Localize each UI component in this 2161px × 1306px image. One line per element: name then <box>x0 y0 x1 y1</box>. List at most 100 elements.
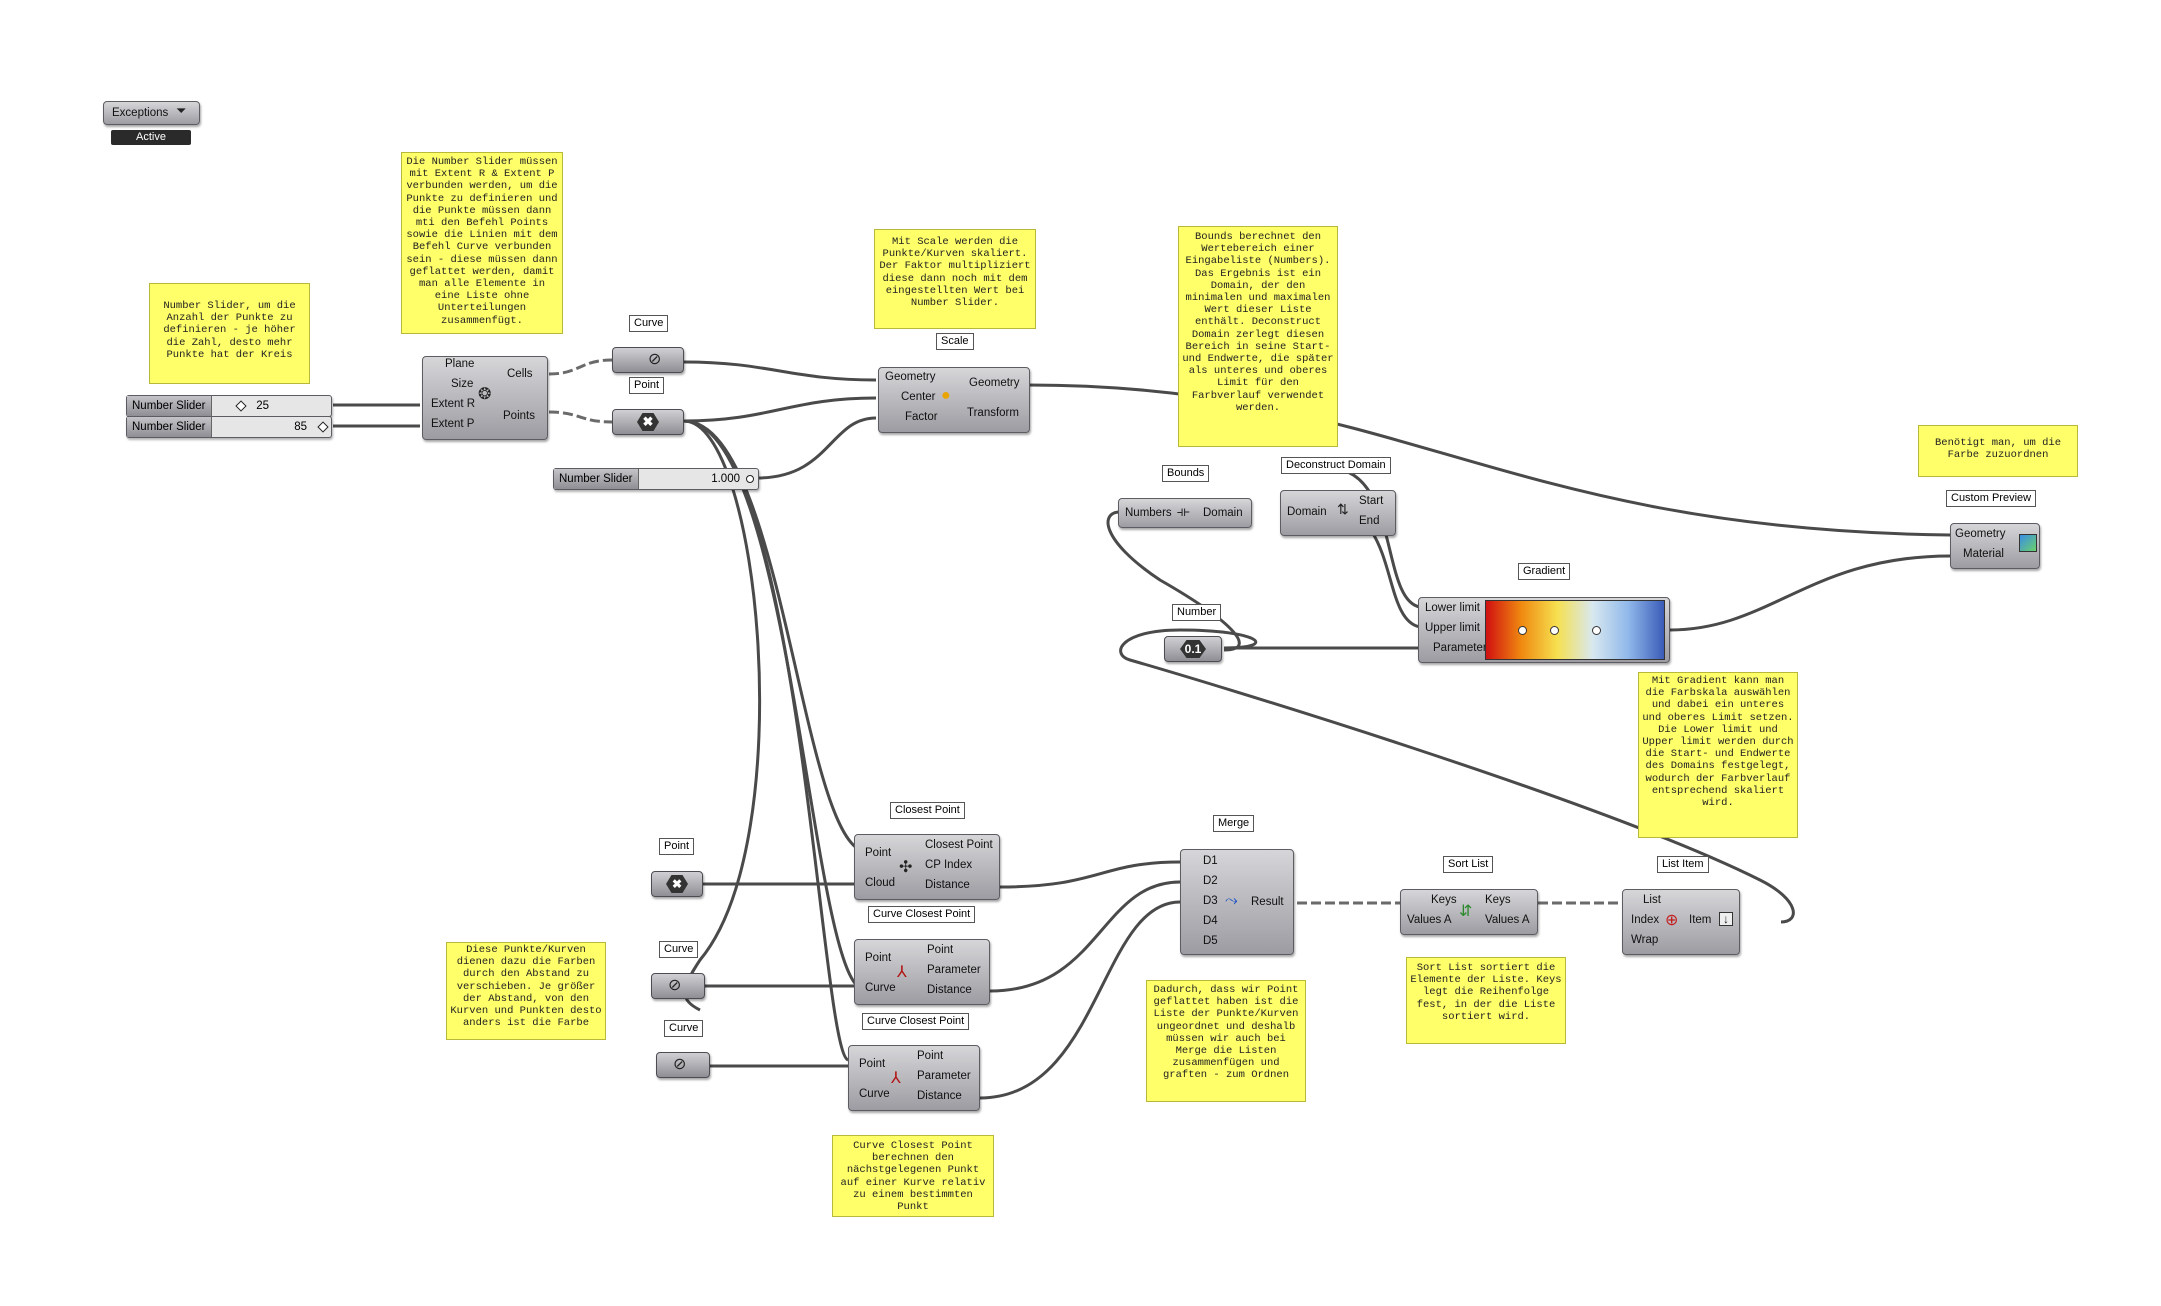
merge-component[interactable]: D1 D2 D3 D4 D5 ⤳ Result <box>1180 849 1294 955</box>
scale-component[interactable]: Geometry Center Factor ● Geometry Transf… <box>878 367 1030 433</box>
input-keys[interactable]: Keys <box>1431 894 1457 906</box>
input-geometry[interactable]: Geometry <box>1955 528 2006 540</box>
input-domain[interactable]: Domain <box>1287 506 1327 518</box>
input-d2[interactable]: D2 <box>1203 875 1218 887</box>
output-distance[interactable]: Distance <box>925 879 970 891</box>
input-geometry[interactable]: Geometry <box>885 371 936 383</box>
output-point[interactable]: Point <box>927 944 954 956</box>
hexagonal-grid-component[interactable]: Plane Size Extent R Extent P ❂ Cells Poi… <box>422 356 548 440</box>
output-result[interactable]: Result <box>1251 896 1284 908</box>
curve-icon: ⊘ <box>673 1056 687 1073</box>
input-index[interactable]: Index <box>1631 914 1660 926</box>
deconstruct-domain-component[interactable]: Domain ⇅ Start End <box>1280 490 1396 536</box>
list-item-component[interactable]: List Index Wrap ⊕ Item ↓ <box>1622 889 1740 955</box>
output-points[interactable]: Points <box>503 410 535 422</box>
gradient-component[interactable]: Lower limit Upper limit Parameter <box>1418 597 1670 663</box>
output-geometry[interactable]: Geometry <box>969 377 1020 389</box>
input-point[interactable]: Point <box>865 952 892 964</box>
input-extent-p[interactable]: Extent P <box>431 418 475 430</box>
input-size[interactable]: Size <box>451 378 474 390</box>
output-start[interactable]: Start <box>1359 495 1384 507</box>
output-end[interactable]: End <box>1359 515 1380 527</box>
output-keys[interactable]: Keys <box>1485 894 1511 906</box>
curve-icon: ⊘ <box>668 977 682 994</box>
curve-param[interactable]: ⊘ <box>612 347 684 373</box>
output-closest-point[interactable]: Closest Point <box>925 839 993 851</box>
note-custom-preview: Benötigt man, um die Farbe zuzuordnen <box>1918 425 2078 477</box>
input-point[interactable]: Point <box>865 847 892 859</box>
input-numbers[interactable]: Numbers <box>1125 507 1172 519</box>
merge-icon: ⤳ <box>1225 892 1238 909</box>
output-cells[interactable]: Cells <box>507 368 533 380</box>
slider-knob-icon[interactable] <box>746 475 754 483</box>
output-cp-index[interactable]: CP Index <box>925 859 973 871</box>
output-item[interactable]: Item <box>1689 914 1712 926</box>
output-distance[interactable]: Distance <box>927 984 972 996</box>
gradient-handle[interactable] <box>1518 626 1527 635</box>
slider-knob-icon[interactable] <box>317 421 329 433</box>
wire <box>1119 628 1795 924</box>
number-slider-factor[interactable]: Number Slider 1.000 <box>553 468 759 490</box>
output-distance[interactable]: Distance <box>917 1090 962 1102</box>
input-wrap[interactable]: Wrap <box>1631 934 1659 946</box>
wire <box>989 880 1181 993</box>
point-param[interactable]: ✖ <box>612 409 684 435</box>
curve-closest-point-component[interactable]: Point Curve ⅄ Point Parameter Distance <box>854 939 990 1005</box>
input-plane[interactable]: Plane <box>445 358 475 370</box>
output-point[interactable]: Point <box>917 1050 944 1062</box>
wire <box>999 860 1181 889</box>
slider-label: Number Slider <box>554 469 639 489</box>
input-parameter[interactable]: Parameter <box>1433 642 1487 654</box>
input-curve[interactable]: Curve <box>859 1088 890 1100</box>
flatten-icon[interactable]: ↓ <box>1719 912 1733 926</box>
tag-closest-point: Closest Point <box>890 802 965 819</box>
list-item-icon: ⊕ <box>1665 912 1679 929</box>
output-transform[interactable]: Transform <box>967 407 1019 419</box>
output-domain[interactable]: Domain <box>1203 507 1243 519</box>
sort-list-component[interactable]: Keys Values A ⇵ Keys Values A <box>1400 889 1538 935</box>
point-icon: ✖ <box>666 875 688 893</box>
number-param[interactable]: 0.1 <box>1164 636 1222 662</box>
input-d3[interactable]: D3 <box>1203 895 1218 907</box>
input-list[interactable]: List <box>1643 894 1661 906</box>
number-slider-extent-p[interactable]: Number Slider 85 <box>126 416 332 438</box>
note-merge: Dadurch, dass wir Point geflattet haben … <box>1146 980 1306 1102</box>
input-factor[interactable]: Factor <box>905 411 938 423</box>
input-material[interactable]: Material <box>1963 548 2004 560</box>
wire <box>683 360 877 382</box>
input-values-a[interactable]: Values A <box>1407 914 1452 926</box>
input-point[interactable]: Point <box>859 1058 886 1070</box>
input-d4[interactable]: D4 <box>1203 915 1218 927</box>
tag-sort-list: Sort List <box>1443 856 1494 873</box>
input-d5[interactable]: D5 <box>1203 935 1218 947</box>
input-d1[interactable]: D1 <box>1203 855 1218 867</box>
closest-point-component[interactable]: Point Cloud ✣ Closest Point CP Index Dis… <box>854 834 1000 900</box>
note-sort-list: Sort List sortiert die Elemente der List… <box>1406 957 1566 1044</box>
input-extent-r[interactable]: Extent R <box>431 398 476 410</box>
tag-curve: Curve <box>629 315 669 332</box>
input-lower-limit[interactable]: Lower limit <box>1425 602 1480 614</box>
input-curve[interactable]: Curve <box>865 982 896 994</box>
gradient-handle[interactable] <box>1550 626 1559 635</box>
input-center[interactable]: Center <box>901 391 936 403</box>
output-parameter[interactable]: Parameter <box>917 1070 971 1082</box>
curve-param[interactable]: ⊘ <box>651 973 705 999</box>
curve-param[interactable]: ⊘ <box>656 1052 710 1078</box>
gradient-handle[interactable] <box>1592 626 1601 635</box>
note-slider-extent: Die Number Slider müssen mit Extent R & … <box>401 152 563 334</box>
gradient-color-ramp[interactable] <box>1485 600 1665 660</box>
slider-knob-icon[interactable] <box>235 400 247 412</box>
curve-closest-point-component[interactable]: Point Curve ⅄ Point Parameter Distance <box>848 1045 980 1111</box>
point-param[interactable]: ✖ <box>651 871 703 897</box>
output-parameter[interactable]: Parameter <box>927 964 981 976</box>
wire <box>1027 383 1951 537</box>
input-upper-limit[interactable]: Upper limit <box>1425 622 1480 634</box>
input-cloud[interactable]: Cloud <box>865 877 896 889</box>
wire <box>683 396 877 423</box>
number-slider-extent-r[interactable]: Number Slider 25 <box>126 395 332 417</box>
bounds-component[interactable]: Numbers ⟛ Domain <box>1118 498 1252 528</box>
exceptions-component[interactable]: Exceptions ⏷ <box>103 101 200 125</box>
custom-preview-component[interactable]: Geometry Material <box>1950 523 2040 569</box>
output-values-a[interactable]: Values A <box>1485 914 1530 926</box>
